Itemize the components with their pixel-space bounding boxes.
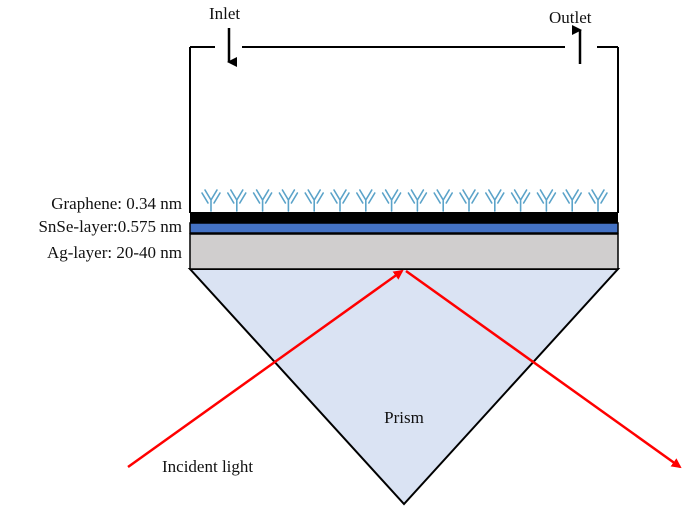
incident-light-ray [127,269,404,469]
antibody-icon [304,189,324,212]
reflected-light-ray [405,269,682,469]
prism-label: Prism [384,408,424,427]
outlet-label: Outlet [549,8,592,27]
antibody-icon [433,189,453,212]
snse-layer [189,222,619,234]
antibody-icon [562,189,582,212]
antibody-row [201,189,608,212]
antibody-icon [510,189,531,212]
graphene-label: Graphene: 0.34 nm [51,194,182,213]
antibody-icon [356,189,376,212]
inlet-label: Inlet [209,4,240,23]
flow-cell [189,46,619,213]
graphene-layer [190,212,618,223]
antibody-icon [330,189,350,212]
prism [187,268,621,506]
antibody-icon [588,189,608,212]
incident-light-label: Incident light [162,457,253,476]
ag-label: Ag-layer: 20-40 nm [47,243,182,262]
antibody-icon [459,189,479,212]
antibody-icon [485,189,505,212]
antibody-icon [227,189,247,212]
ag-layer [189,233,619,270]
snse-label: SnSe-layer:0.575 nm [38,217,182,236]
antibody-icon [536,189,557,212]
antibody-icon [407,189,428,212]
antibody-icon [252,189,273,212]
antibody-icon [381,189,402,212]
antibody-icon [201,189,221,212]
antibody-icon [278,189,299,212]
